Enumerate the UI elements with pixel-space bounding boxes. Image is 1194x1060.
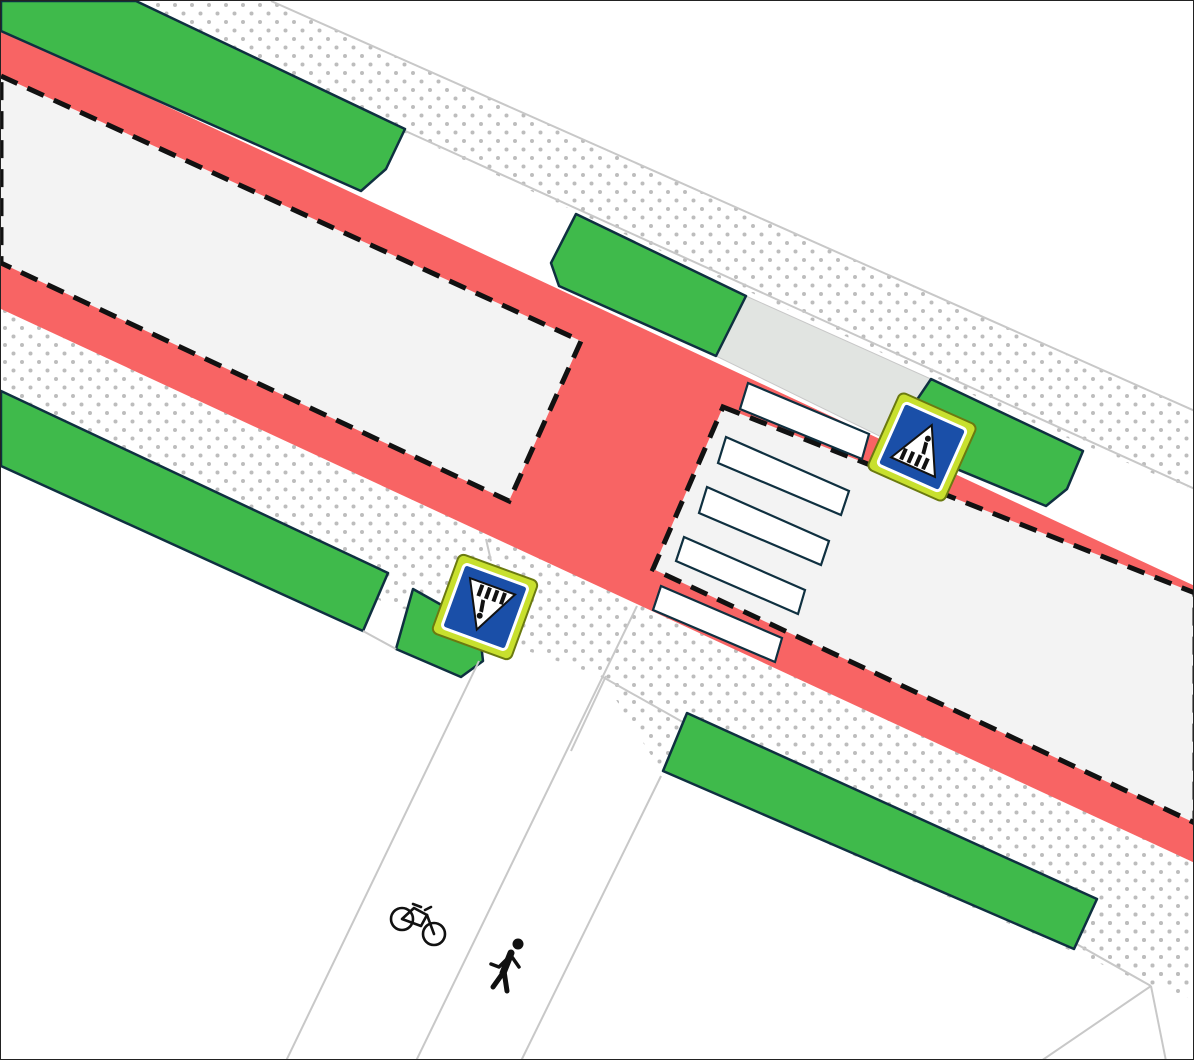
zebra-stripe	[651, 584, 784, 664]
pedestrian-crossing-sign-icon	[867, 392, 977, 502]
green-verge-n	[549, 212, 748, 358]
road-island-west	[1, 73, 585, 505]
sidewalk-north	[101, 1, 1193, 491]
sidewalk-south-right	[1081, 891, 1193, 1001]
bicycle-icon	[389, 902, 447, 947]
path-lines	[285, 538, 662, 1059]
green-verge-nw	[1, 1, 407, 193]
pedestrian-icon	[489, 938, 524, 994]
zebra-stripe	[738, 381, 871, 461]
zebra-stripe	[697, 485, 831, 567]
zebra-stripe	[716, 435, 851, 517]
road-island-east	[649, 403, 1193, 825]
zebra-stripe	[674, 535, 807, 616]
pedestrian-crossing-sign-icon	[431, 553, 539, 661]
green-verge-se	[661, 711, 1099, 951]
zebra-crossing	[651, 381, 871, 664]
